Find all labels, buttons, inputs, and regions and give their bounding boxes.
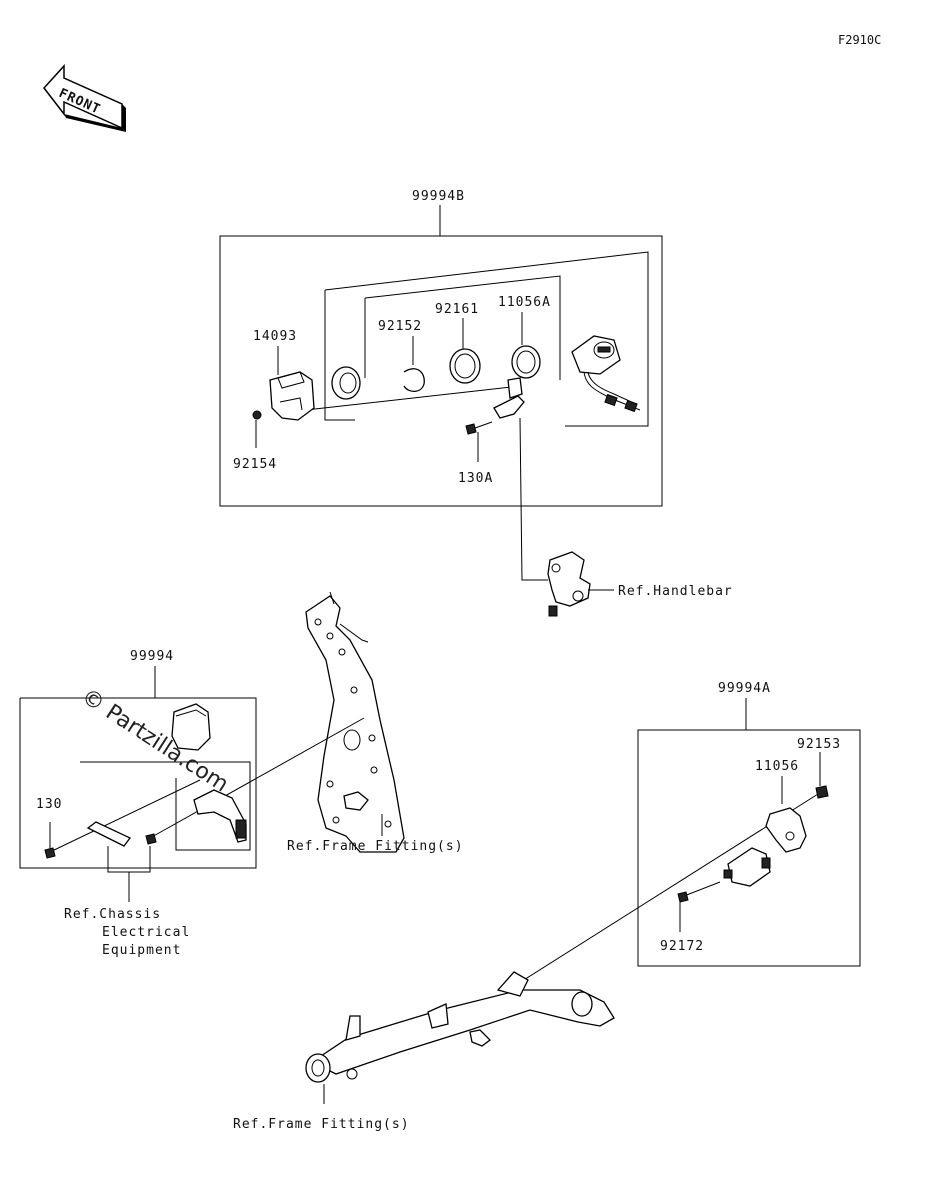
kit-99994a: 99994A 92153 11056 92172 <box>507 681 861 991</box>
label-92152: 92152 <box>378 319 422 334</box>
kit-99994b: 99994B <box>219 189 663 507</box>
ref-chassis-line3: Equipment <box>102 943 181 958</box>
kit-99994a-label: 99994A <box>718 681 771 696</box>
ref-chassis-line2: Electrical <box>102 925 190 940</box>
part-130-bolt[interactable] <box>44 847 56 859</box>
part-usb-socket[interactable] <box>571 335 641 413</box>
label-14093: 14093 <box>253 329 297 344</box>
part-switch[interactable] <box>723 847 771 887</box>
ref-frame-fitting-lower-label: Ref.Frame Fitting(s) <box>233 1117 410 1132</box>
part-92172-screw[interactable] <box>677 881 721 903</box>
kit-99994a-frame <box>637 729 861 967</box>
handlebar-reference: Ref.Handlebar <box>519 417 733 617</box>
part-plate[interactable] <box>86 821 131 847</box>
part-11056-bracket[interactable] <box>765 807 807 853</box>
part-92161-washer[interactable] <box>449 348 481 384</box>
label-92161: 92161 <box>435 302 479 317</box>
label-130: 130 <box>36 797 62 812</box>
watermark-text: © Partzilla.com <box>77 684 233 797</box>
label-11056: 11056 <box>755 759 799 774</box>
front-direction-arrow-icon: FRONT <box>43 64 126 132</box>
lower-frame-fitting: Ref.Frame Fitting(s) <box>233 971 615 1132</box>
kit-99994: 99994 130 <box>19 649 365 869</box>
chassis-electrical-reference: Ref.Chassis Electrical Equipment <box>64 846 190 958</box>
part-92152-snap-ring[interactable] <box>403 368 425 393</box>
part-130a-bolt[interactable] <box>465 421 493 435</box>
label-92172: 92172 <box>660 939 704 954</box>
part-92154-screw[interactable] <box>252 410 262 420</box>
part-connector[interactable] <box>171 703 211 751</box>
part-switch-bracket[interactable] <box>193 789 247 843</box>
kit-99994-label: 99994 <box>130 649 174 664</box>
part-collar[interactable] <box>331 366 361 400</box>
upper-frame-fitting: Ref.Frame Fitting(s) <box>287 591 464 854</box>
ref-handlebar-label: Ref.Handlebar <box>618 584 733 599</box>
part-92153-screw[interactable] <box>815 785 829 799</box>
label-11056a: 11056A <box>498 295 551 310</box>
label-92154: 92154 <box>233 457 277 472</box>
ref-chassis-line1: Ref.Chassis <box>64 907 161 922</box>
part-14093-switch-housing[interactable] <box>269 371 315 421</box>
part-11056a-bracket[interactable] <box>493 345 541 419</box>
label-92153: 92153 <box>797 737 841 752</box>
label-130a: 130A <box>458 471 493 486</box>
part-bolt-small[interactable] <box>145 833 157 845</box>
kit-99994b-label: 99994B <box>412 189 465 204</box>
ref-frame-fitting-upper-label: Ref.Frame Fitting(s) <box>287 839 464 854</box>
diagram-code: F2910C <box>838 33 881 47</box>
kit-99994b-frame <box>219 235 663 507</box>
